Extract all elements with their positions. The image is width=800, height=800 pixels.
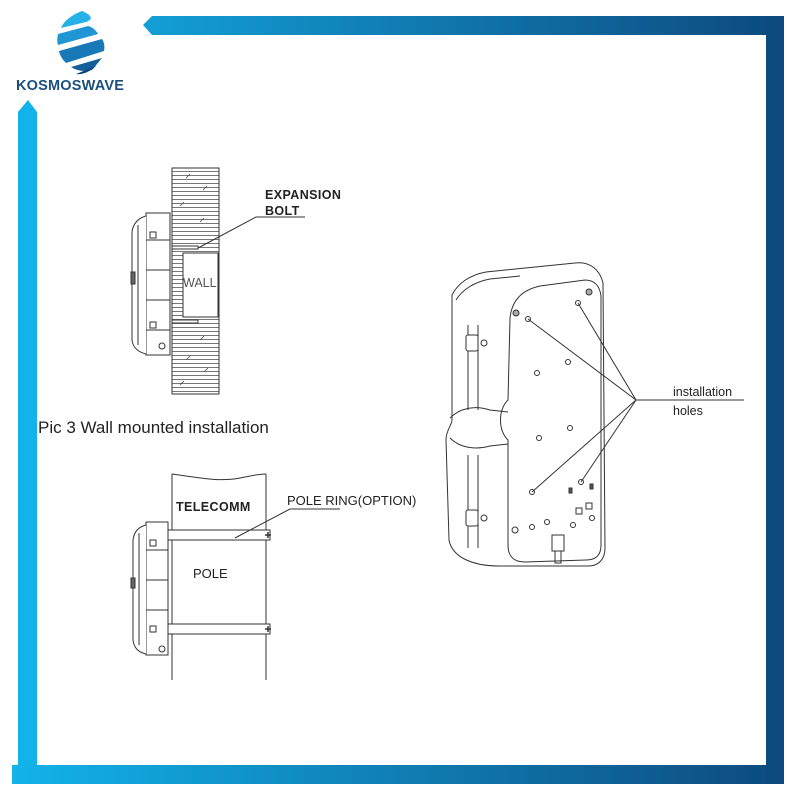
expansion-bolt-label-line1: EXPANSION — [265, 188, 342, 202]
installation-holes-label-line1: installation — [673, 385, 733, 399]
wall-mount-caption: Pic 3 Wall mounted installation — [38, 418, 269, 437]
installation-holes-label-line2: holes — [673, 404, 703, 418]
pole-mount-diagram — [130, 473, 340, 680]
pole-label: POLE — [193, 566, 228, 581]
wall-label: WALL — [183, 276, 217, 290]
pole-ring-label: POLE RING(OPTION) — [287, 493, 417, 508]
frame-bottom-bar — [12, 765, 784, 784]
frame-top-bar — [143, 16, 784, 35]
wall-mount-diagram — [130, 167, 305, 395]
frame-right-bar — [766, 16, 784, 784]
device-perspective-diagram — [445, 262, 744, 567]
kosmoswave-logo-icon — [57, 11, 105, 75]
frame-left-bar — [18, 100, 37, 784]
telecomm-label: TELECOMM — [176, 500, 251, 514]
brand-name: KOSMOSWAVE — [16, 78, 125, 94]
expansion-bolt-label-line2: BOLT — [265, 204, 300, 218]
